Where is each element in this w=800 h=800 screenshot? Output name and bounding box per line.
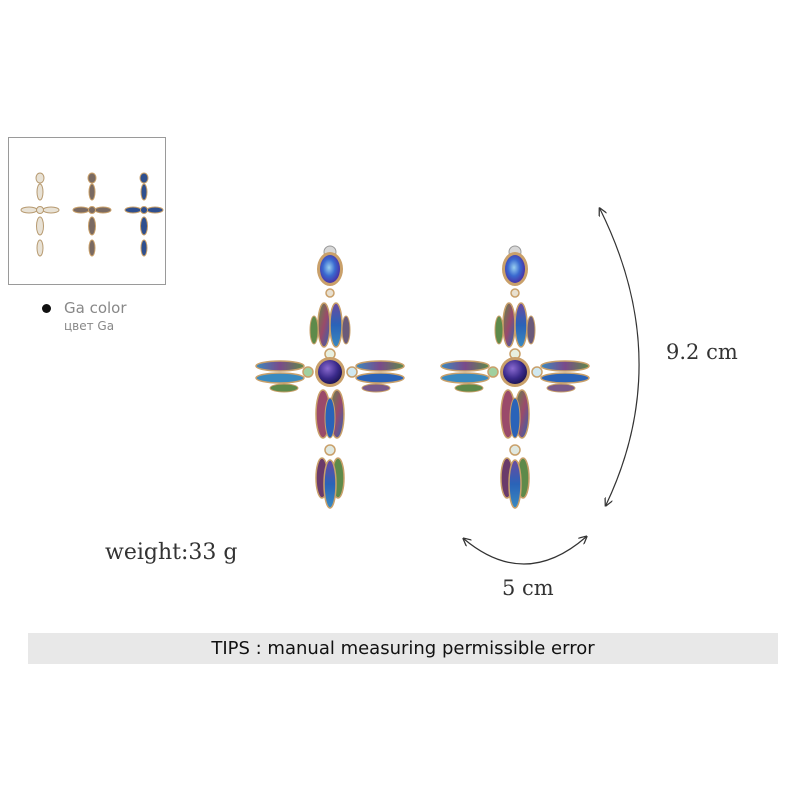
tips-bar: TIPS : manual measuring permissible erro…: [28, 633, 778, 664]
weight-label: weight:33 g: [105, 540, 238, 565]
width-label: 5 cm: [502, 576, 554, 600]
variant-thumbnail[interactable]: [8, 137, 166, 285]
height-label: 9.2 cm: [666, 340, 738, 364]
tips-text: TIPS : manual measuring permissible erro…: [211, 638, 595, 659]
height-arrow: [600, 209, 640, 505]
width-arrow: [464, 537, 586, 565]
color-name: Ga color: [64, 299, 127, 317]
right-earring: [440, 245, 590, 509]
color-name-ru: цвет Ga: [64, 319, 115, 333]
selected-color-dot: [42, 304, 51, 313]
left-earring: [255, 245, 405, 509]
